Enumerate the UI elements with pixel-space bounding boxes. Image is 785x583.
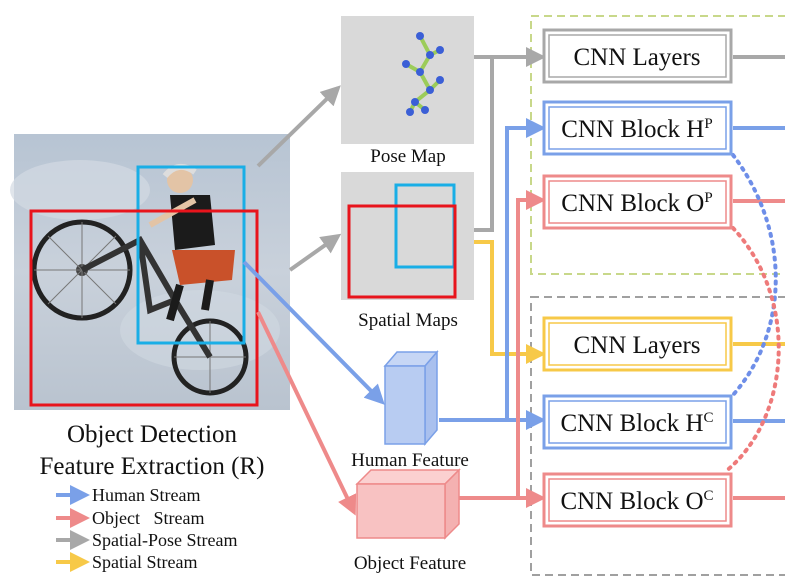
contextual-stream-region [530, 296, 785, 576]
human-feature-cube [383, 349, 439, 447]
arrow-image-to-spatial-maps [288, 233, 342, 272]
cnn-block-hp: CNN Block HP [542, 100, 733, 156]
object-block-shared-link [723, 226, 781, 474]
arrow-image-to-pose-map [256, 85, 341, 168]
human-feature-label: Human Feature [351, 450, 469, 471]
legend-label-spatial: Spatial Stream [92, 552, 197, 572]
object-detection-box [29, 209, 259, 407]
legend: Human Stream Object Stream Spatial-Pose … [56, 485, 237, 572]
cnn-block-hc-label: CNN Block HC [560, 410, 713, 437]
arrow-image-to-human-feature [242, 260, 385, 405]
cnn-layers-pose-label: CNN Layers [573, 44, 700, 71]
cnn-block-hc: CNN Block HC [542, 394, 733, 450]
pose-map [341, 16, 474, 144]
cnn-block-oc-label: CNN Block OC [560, 488, 713, 515]
legend-label-spatial-pose: Spatial-Pose Stream [92, 530, 237, 550]
cnn-block-op: CNN Block OP [542, 174, 733, 230]
image-caption-line2: Feature Extraction (R) [40, 453, 265, 480]
pose-map-label: Pose Map [370, 146, 445, 167]
legend-label-human: Human Stream [92, 485, 200, 505]
image-caption-line1: Object Detection [67, 421, 238, 448]
human-detection-box [136, 165, 246, 345]
object-feature-label: Object Feature [354, 553, 466, 574]
cnn-layers-spatial-block: CNN Layers [542, 316, 733, 372]
spatial-object-box [347, 204, 457, 299]
legend-item-human: Human Stream [56, 485, 200, 505]
object-feature-cube [355, 468, 461, 540]
cnn-block-op-label: CNN Block OP [561, 190, 712, 217]
spatial-maps-label: Spatial Maps [358, 310, 458, 331]
cnn-layers-spatial-label: CNN Layers [573, 332, 700, 359]
cnn-block-oc: CNN Block OC [542, 472, 733, 528]
arrow-image-to-object-feature [256, 311, 357, 516]
legend-label-object: Object Stream [92, 508, 204, 528]
cnn-block-hp-label: CNN Block HP [561, 116, 712, 143]
human-block-shared-link [731, 153, 778, 397]
legend-item-spatial-pose: Spatial-Pose Stream [56, 530, 237, 550]
legend-item-spatial: Spatial Stream [56, 552, 197, 572]
pose-stream-region [530, 15, 785, 275]
rider-icon [148, 163, 235, 322]
spatial-maps [341, 172, 474, 300]
cnn-layers-pose-block: CNN Layers [542, 28, 733, 84]
legend-item-object: Object Stream [56, 508, 204, 528]
input-photo [10, 134, 290, 410]
